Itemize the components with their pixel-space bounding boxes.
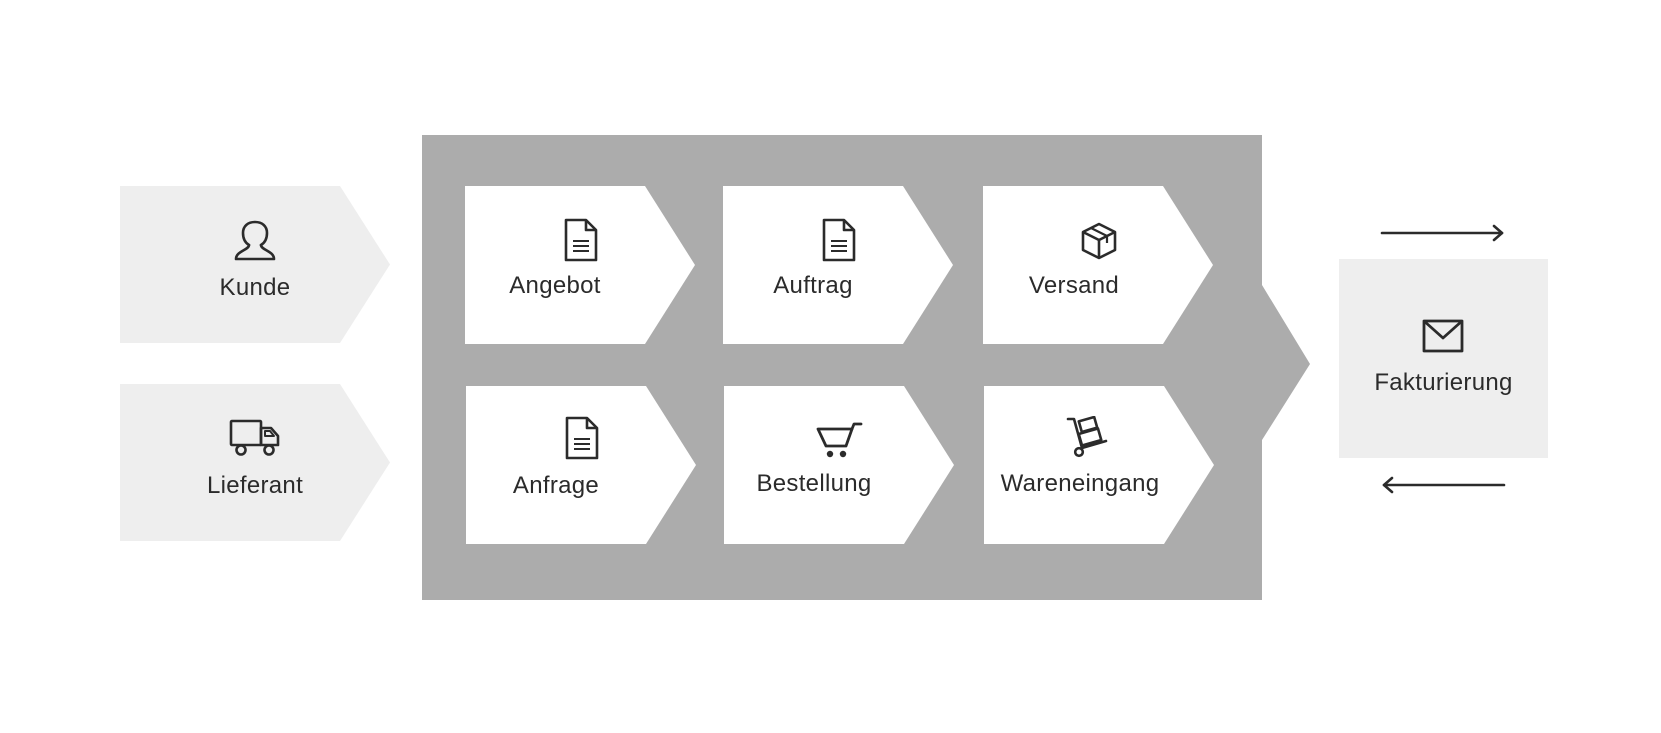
step-label: Angebot bbox=[509, 272, 601, 299]
hand-truck-icon bbox=[1066, 416, 1108, 458]
step-shape bbox=[466, 386, 696, 544]
actor-lieferant: Lieferant bbox=[120, 384, 390, 541]
package-icon bbox=[1081, 222, 1117, 260]
step-label: Bestellung bbox=[756, 470, 872, 497]
actor-label: Kunde bbox=[219, 274, 291, 301]
envelope-icon bbox=[1422, 319, 1464, 353]
document-icon bbox=[822, 218, 856, 262]
step-bestellung: Bestellung bbox=[724, 386, 956, 544]
step-label: Auftrag bbox=[773, 272, 853, 299]
step-label: Anfrage bbox=[512, 472, 600, 499]
document-icon bbox=[565, 416, 599, 460]
billing-label: Fakturierung bbox=[1374, 369, 1513, 396]
step-shape bbox=[724, 386, 954, 544]
person-icon bbox=[234, 220, 276, 261]
actor-label: Lieferant bbox=[206, 472, 304, 499]
step-label: Wareneingang bbox=[1000, 470, 1160, 497]
actor-kunde: Kunde bbox=[120, 186, 390, 343]
step-label: Versand bbox=[1028, 272, 1120, 299]
actor-shape bbox=[120, 384, 390, 541]
truck-icon bbox=[229, 419, 280, 456]
step-angebot: Angebot bbox=[465, 186, 697, 344]
step-shape bbox=[984, 386, 1214, 544]
step-shape bbox=[723, 186, 953, 344]
step-wareneingang: Wareneingang bbox=[984, 386, 1216, 544]
step-shape bbox=[465, 186, 695, 344]
document-icon bbox=[564, 218, 598, 262]
shopping-cart-icon bbox=[816, 422, 863, 458]
step-versand: Versand bbox=[983, 186, 1215, 344]
step-shape bbox=[983, 186, 1213, 344]
step-auftrag: Auftrag bbox=[723, 186, 955, 344]
arrow-left-icon bbox=[1382, 476, 1506, 494]
arrow-right-icon bbox=[1380, 224, 1504, 242]
billing-box: Fakturierung bbox=[1339, 259, 1548, 458]
actor-shape bbox=[120, 186, 390, 343]
step-anfrage: Anfrage bbox=[466, 386, 698, 544]
